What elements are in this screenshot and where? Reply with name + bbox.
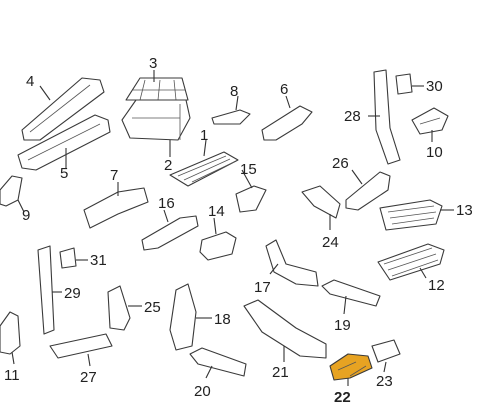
label-15: 15	[240, 161, 257, 178]
part-6-duct	[261, 105, 313, 141]
label-22: 22	[334, 389, 351, 406]
part-14-actuator	[199, 231, 237, 261]
label-23: 23	[376, 373, 393, 390]
part-15-bracket	[235, 185, 267, 213]
label-9: 9	[22, 207, 30, 224]
leader-6	[285, 95, 291, 109]
part-23-panel	[371, 339, 401, 363]
part-1-filter	[169, 151, 239, 187]
label-5: 5	[60, 165, 68, 182]
part-12-vent	[377, 243, 445, 281]
label-29: 29	[64, 285, 81, 302]
part-18-duct	[169, 283, 197, 351]
part-5-duct-panel	[17, 114, 111, 171]
leader-20	[205, 365, 213, 379]
label-11: 11	[4, 367, 20, 384]
part-31-clip	[59, 247, 77, 269]
label-8: 8	[230, 83, 238, 100]
part-20-panel	[189, 347, 247, 377]
label-17: 17	[254, 279, 271, 296]
label-2: 2	[164, 157, 172, 174]
label-7: 7	[110, 167, 118, 184]
part-24-duct	[301, 185, 341, 219]
part-11-duct	[0, 311, 21, 355]
label-16: 16	[158, 195, 175, 212]
leader-23	[383, 361, 387, 373]
part-13-vent	[379, 199, 443, 231]
leader-16	[163, 209, 169, 223]
label-3: 3	[149, 55, 157, 72]
part-2-housing	[121, 99, 191, 141]
leader-4	[39, 85, 51, 101]
part-28-duct	[373, 69, 401, 165]
label-6: 6	[280, 81, 288, 98]
part-29-duct	[37, 245, 55, 335]
part-27-duct	[49, 333, 113, 359]
part-30-clip	[395, 73, 413, 95]
part-26-duct	[345, 171, 391, 211]
label-27: 27	[80, 369, 97, 386]
label-20: 20	[194, 383, 211, 400]
label-25: 25	[144, 299, 161, 316]
leader-15	[241, 169, 253, 189]
part-16-duct	[141, 215, 199, 251]
label-19: 19	[334, 317, 351, 334]
leader-8	[235, 95, 239, 111]
label-31: 31	[90, 252, 107, 269]
leader-9	[17, 199, 25, 213]
label-13: 13	[456, 202, 473, 219]
label-24: 24	[322, 234, 339, 251]
leader-19	[343, 295, 347, 315]
leader-17	[269, 263, 279, 275]
leader-26	[351, 169, 363, 185]
leader-14	[213, 217, 217, 235]
label-28: 28	[344, 108, 361, 125]
label-12: 12	[428, 277, 445, 294]
part-22-highlighted	[329, 353, 373, 381]
part-10-vent	[411, 107, 449, 135]
part-8-vent-grille	[211, 109, 251, 125]
part-17-duct	[265, 239, 319, 287]
part-25-duct	[107, 285, 131, 331]
leader-1	[203, 139, 207, 157]
label-26: 26	[332, 155, 349, 172]
leader-12	[419, 267, 427, 279]
label-18: 18	[214, 311, 231, 328]
part-7-duct	[83, 187, 149, 229]
label-10: 10	[426, 144, 443, 161]
label-21: 21	[272, 364, 289, 381]
part-21-duct	[243, 299, 327, 359]
part-19-panel	[321, 279, 381, 307]
leader-27	[87, 353, 91, 367]
part-4-trim-panel	[21, 77, 105, 141]
leader-11	[11, 351, 15, 365]
label-30: 30	[426, 78, 443, 95]
part-3-grille	[125, 77, 189, 101]
label-14: 14	[208, 203, 225, 220]
label-4: 4	[26, 73, 34, 90]
label-1: 1	[200, 127, 208, 144]
